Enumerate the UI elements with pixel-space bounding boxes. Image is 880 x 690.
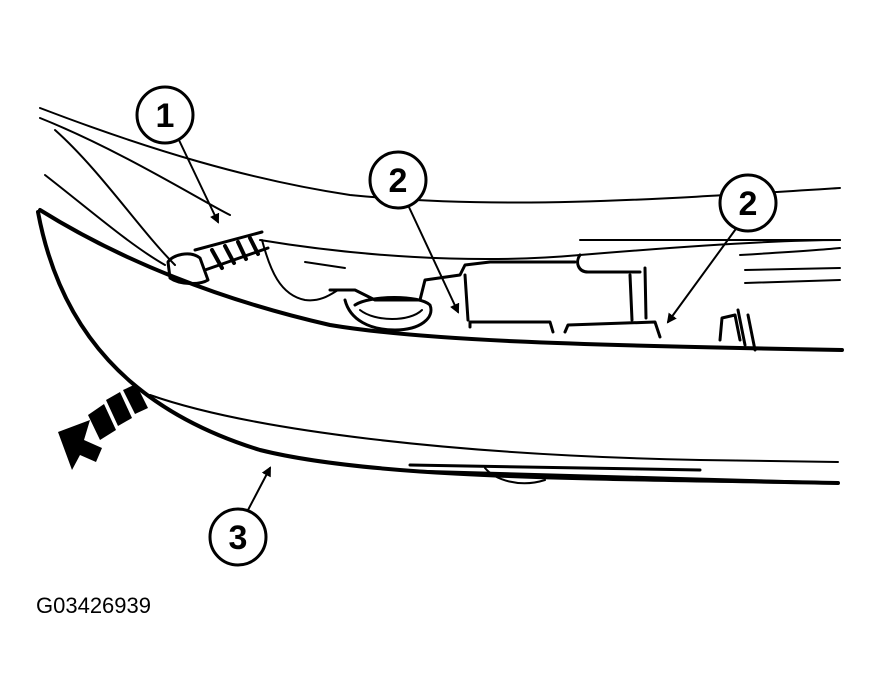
leader-lines: [177, 137, 739, 511]
callout-2-left-label: 2: [389, 162, 408, 200]
mounting-hardware: [261, 239, 757, 352]
callout-3-label: 3: [229, 519, 248, 557]
bumper-top-edge: [38, 208, 844, 352]
callout-3: 3: [208, 507, 268, 567]
callout-1-label: 1: [156, 97, 175, 135]
callout-2-right: 2: [718, 173, 778, 233]
callout-2-right-label: 2: [739, 185, 758, 223]
callout-1: 1: [135, 85, 195, 145]
direction-arrow-icon: [58, 384, 148, 470]
bolt-icon: [166, 230, 270, 285]
bumper-cover: [36, 210, 840, 485]
figure-id: G03426939: [36, 593, 151, 618]
callout-2-left: 2: [368, 150, 428, 210]
